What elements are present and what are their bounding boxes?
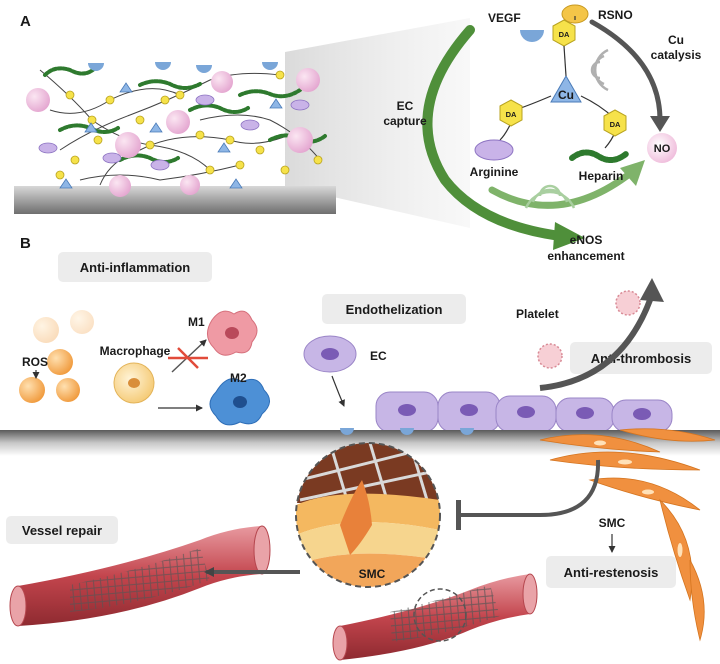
cu-label: Cu [558,88,574,102]
ec-capture-arrow [422,25,565,241]
no-label: NO [654,143,671,155]
platelet-label: Platelet [516,307,559,321]
ros-label: ROS [22,355,48,369]
da-right-label: DA [610,120,621,129]
rsno-label: RSNO [598,8,633,22]
vegf-label: VEGF [488,11,521,25]
heparin-icon [569,149,629,163]
ec-label: EC [370,349,387,363]
vessel-repair-box [6,516,118,544]
arginine-icon [474,139,514,161]
heparin-label: Heparin [579,169,624,183]
smc-side-label: SMC [599,516,626,530]
enos-label-2: enhancement [547,249,624,263]
platelet-icon [537,343,563,369]
cu-center-icon [550,74,582,103]
vessel-repair-label: Vessel repair [22,523,102,538]
da-top-icon [552,19,576,47]
ec-capture-label-2: capture [383,114,427,128]
wave-icon [590,48,609,92]
wave-green-icon [524,184,576,209]
block-x-icon [168,347,208,369]
platelet-group [537,290,641,369]
platelet-icon [615,290,641,316]
stented-vessel [332,573,538,661]
cu-catalysis-label-1: Cu [668,33,684,47]
cu-catalysis-label-2: catalysis [651,48,702,62]
da-right-icon [603,109,627,137]
anti-restenosis-box [546,556,676,588]
macrophage-label: Macrophage [100,344,171,358]
da-left-label: DA [506,110,517,119]
no-icon [647,133,677,163]
zoom-vessel-section [295,442,441,588]
vegf-icon [520,30,544,42]
arginine-label: Arginine [470,165,519,179]
zoom-projection-cone [285,18,470,228]
panel-b-label: B [20,235,31,252]
coating-layer [26,62,327,197]
anti-restenosis-label: Anti-restenosis [564,565,659,580]
repaired-vessel [9,525,271,627]
ec-capture-label-1: EC [397,99,414,113]
rsno-icon [561,4,589,24]
anti-thrombosis-arrow [539,298,653,391]
m2-label: M2 [230,371,247,385]
ros-group [19,310,94,403]
endothelial-layer [375,391,673,433]
anti-inflammation-box [58,252,212,282]
enos-label-1: eNOS [570,233,603,247]
da-top-label: DA [559,30,570,39]
smc-zoom-label: SMC [359,567,386,581]
endothelization-box [322,294,466,324]
vegf-anchor-group [340,428,474,435]
mechanism-cycle [422,4,677,250]
inhibition-line [460,459,601,517]
cu-catalysis-arrow [589,19,663,123]
da-left-icon [499,99,523,127]
panel-a-label: A [20,13,31,30]
endothelization-label: Endothelization [346,302,443,317]
m1-label: M1 [188,315,205,329]
substrate-surface [14,186,336,214]
anti-inflammation-label: Anti-inflammation [80,260,191,275]
enos-arrow [488,168,636,209]
